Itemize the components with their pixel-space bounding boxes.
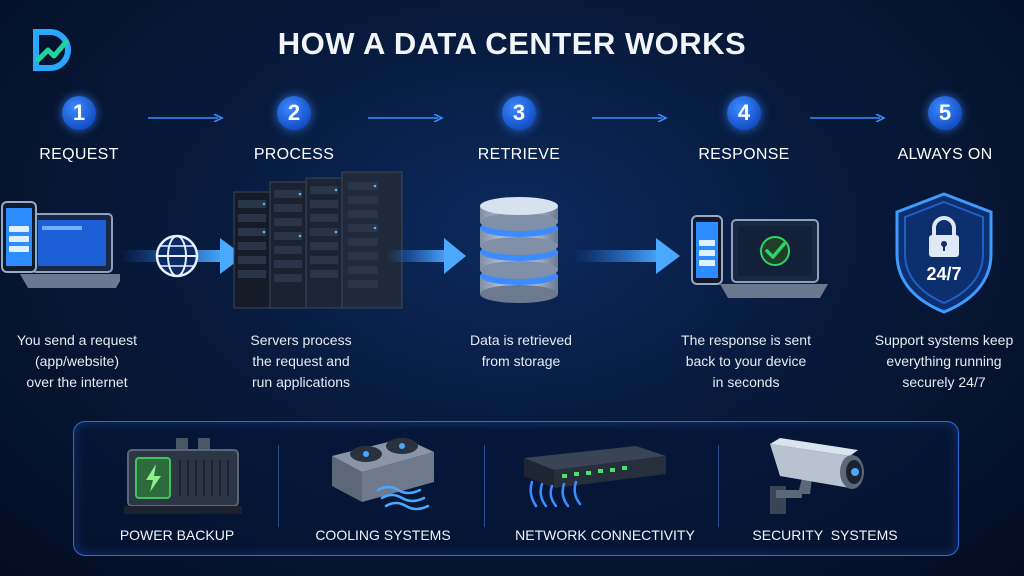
step-response: 4 RESPONSE (659, 96, 829, 164)
panel-divider (718, 445, 719, 527)
step-description-response: The response is sent back to your device… (656, 330, 836, 393)
step-number-badge: 1 (62, 96, 96, 130)
flow-beam-arrow-icon (386, 238, 466, 274)
database-storage-icon (480, 197, 558, 303)
shield-lock-icon: 24/7 (889, 190, 999, 316)
step-title: ALWAYS ON (897, 146, 993, 163)
flow-arrow-icon (810, 114, 886, 122)
description-line: the request and (252, 353, 350, 369)
internet-globe-icon (120, 234, 244, 278)
system-label-power-backup: POWER BACKUP (119, 527, 235, 543)
flow-beam-arrow-icon (574, 238, 680, 274)
security-camera-icon (770, 438, 864, 514)
panel-divider (278, 445, 279, 527)
flow-arrow-icon (368, 114, 444, 122)
step-description-process: Servers process the request and run appl… (211, 330, 391, 393)
system-label-cooling: COOLING SYSTEMS (315, 527, 451, 543)
flow-arrow-icon (592, 114, 668, 122)
panel-divider (484, 445, 485, 527)
step-description-request: You send a request (app/website) over th… (0, 330, 167, 393)
step-always-on: 5 ALWAYS ON (860, 96, 1024, 164)
step-description-always-on: Support systems keep everything running … (854, 330, 1024, 393)
description-line: Data is retrieved (470, 332, 572, 348)
description-line: from storage (481, 353, 561, 369)
step-title: RETRIEVE (477, 146, 561, 163)
step-title: REQUEST (39, 146, 119, 163)
step-title: RESPONSE (698, 146, 790, 163)
description-line: back to your device (685, 353, 807, 369)
step-number-badge: 5 (928, 96, 962, 130)
step-retrieve: 3 RETRIEVE (434, 96, 604, 164)
brand-logo-icon (33, 29, 71, 71)
phone-laptop-icon (1, 201, 120, 288)
description-line: Servers process (250, 332, 352, 348)
step-description-retrieve: Data is retrieved from storage (431, 330, 611, 372)
system-label-network: NETWORK CONNECTIVITY (515, 527, 695, 543)
description-line: (app/website) (34, 353, 120, 369)
description-line: The response is sent (681, 332, 811, 348)
description-line: You send a request (16, 332, 138, 348)
system-label-security: SECURITY SYSTEMS (752, 527, 898, 543)
description-line: everything running (886, 353, 1002, 369)
step-number-badge: 4 (727, 96, 761, 130)
server-racks-icon (233, 171, 403, 309)
flow-arrow-icon (148, 114, 224, 122)
cooling-unit-icon (332, 438, 434, 511)
step-request: 1 REQUEST (0, 96, 164, 164)
network-switch-icon (524, 446, 666, 508)
generator-icon (124, 438, 242, 514)
step-process: 2 PROCESS (209, 96, 379, 164)
description-line: securely 24/7 (902, 374, 986, 390)
shield-24-7-label: 24/7 (926, 264, 962, 284)
description-line: in seconds (712, 374, 780, 390)
description-line: run applications (251, 374, 351, 390)
description-line: over the internet (26, 374, 128, 390)
device-success-icon (691, 215, 828, 298)
step-number-badge: 2 (277, 96, 311, 130)
description-line: Support systems keep (874, 332, 1014, 348)
step-title: PROCESS (253, 146, 335, 163)
page-title: HOW A DATA CENTER WORKS (277, 26, 747, 61)
step-number-badge: 3 (502, 96, 536, 130)
